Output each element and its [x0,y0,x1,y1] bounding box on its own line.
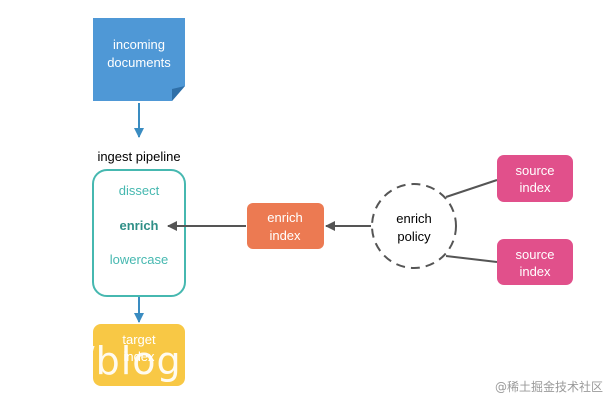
enrich-policy-label-line1: enrich [396,211,431,226]
source-index-node-2: source index [497,239,573,285]
source-index-node-1: source index [497,155,573,202]
target-label-line2: index [123,349,155,364]
source1-label-line2: index [519,180,551,195]
source1-label-line1: source [515,163,554,178]
incoming-label-line2: documents [107,55,171,70]
incoming-label-line1: incoming [113,37,165,52]
enrich-index-label-line2: index [269,228,301,243]
juejin-watermark: @稀土掘金技术社区 [494,380,603,394]
ingest-pipeline-box: dissect enrich lowercase [92,169,186,297]
source2-label-line2: index [519,264,551,279]
processor-dissect: dissect [119,183,160,198]
connector-source1-to-policy [445,179,498,198]
enrich-policy-label-line2: policy [397,229,431,244]
processor-enrich: enrich [119,218,158,233]
enrich-policy-node: enrich policy [371,183,457,269]
enrich-index-node: enrich index [247,203,324,249]
enrich-index-label-line1: enrich [267,210,302,225]
target-index-node: target index [93,324,185,386]
source2-label-line1: source [515,247,554,262]
connector-source2-to-policy [445,255,498,263]
target-label-line1: target [122,332,156,347]
incoming-documents-node: incoming documents [93,18,185,101]
processor-lowercase: lowercase [110,252,169,267]
ingest-pipeline-title: ingest pipeline [97,149,180,164]
overlay-blog-text: //blog [68,339,182,383]
